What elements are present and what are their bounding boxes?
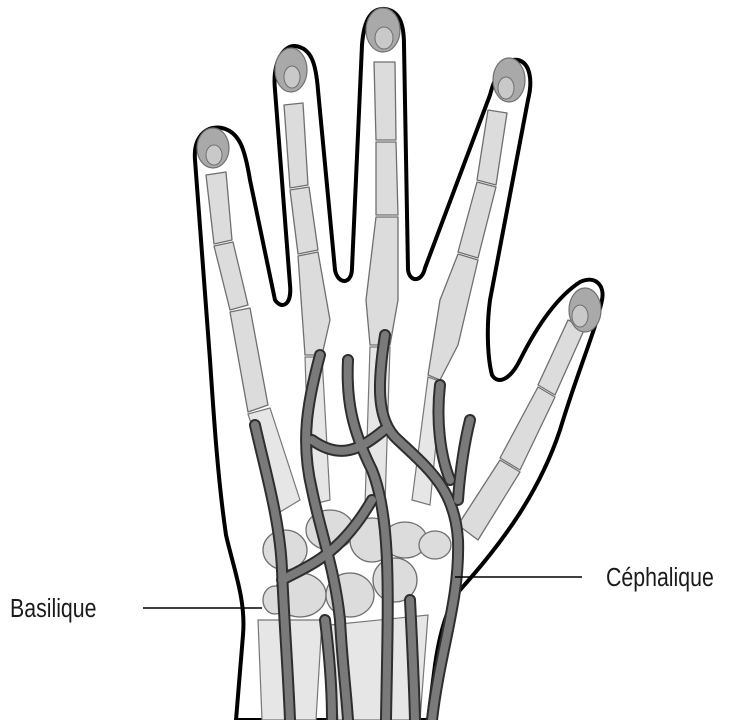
cephalique-label: Céphalique <box>606 563 714 593</box>
basilique-label: Basilique <box>10 594 96 624</box>
